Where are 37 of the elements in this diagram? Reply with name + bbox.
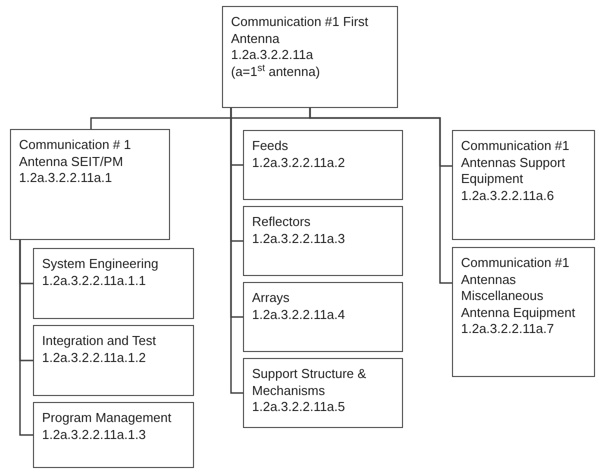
wbs-box (33, 402, 194, 468)
box-text: Reflectors (252, 214, 312, 230)
box-text: 1.2a.3.2.2.11a.1.3 (42, 426, 147, 443)
box-text: 1.2a.3.2.2.11a.4 (252, 306, 346, 323)
box-text: 1.2a.3.2.2.11a (231, 47, 314, 64)
box-text: 1.2a.3.2.2.11a.3 (252, 230, 346, 247)
box-text: System Engineering (42, 256, 160, 272)
box-text: 1.2a.3.2.2.11a.2 (252, 154, 346, 171)
box-text: Feeds (252, 138, 290, 154)
wbs-box (243, 358, 403, 428)
box-text: Communication #1 First Antenna (231, 14, 370, 47)
box-text: 1.2a.3.2.2.11a.7 (461, 321, 556, 338)
wbs-box (10, 129, 170, 240)
connector-line (309, 108, 452, 284)
box-text: (a=1$^{st}$ antenna) (231, 64, 321, 80)
box-text: Support Structure & Mechanisms (252, 366, 368, 399)
box-text: Integration and Test (42, 333, 157, 350)
wbs-box (243, 130, 403, 200)
connector-line (19, 240, 33, 436)
wbs-box (243, 282, 403, 352)
wbs-box (243, 206, 403, 276)
box-text: 1.2a.3.2.2.11a.1.2 (42, 350, 147, 366)
box-text: 1.2a.3.2.2.11a.6 (461, 188, 556, 204)
wbs-box (33, 325, 194, 396)
box-text: 1.2a.3.2.2.11a.1.1 (42, 272, 147, 289)
box-text: Arrays (252, 290, 291, 306)
connector-line (230, 108, 243, 394)
box-text: Communication #1 Antennas Support Equipment (461, 138, 570, 188)
wbs-box (452, 130, 595, 240)
box-text: Program Management (42, 410, 172, 426)
box-text: Communication #1 Antennas Miscellaneous Antenna Equipment (461, 255, 576, 321)
box-text: 1.2a.3.2.2.11a.5 (252, 399, 346, 416)
wbs-box (452, 247, 595, 377)
box-text: 1.2a.3.2.2.11a.1 (19, 170, 114, 186)
box-text: Communication # 1 Antenna SEIT/PM (19, 137, 132, 170)
wbs-box (222, 6, 398, 108)
wbs-box (33, 248, 194, 319)
